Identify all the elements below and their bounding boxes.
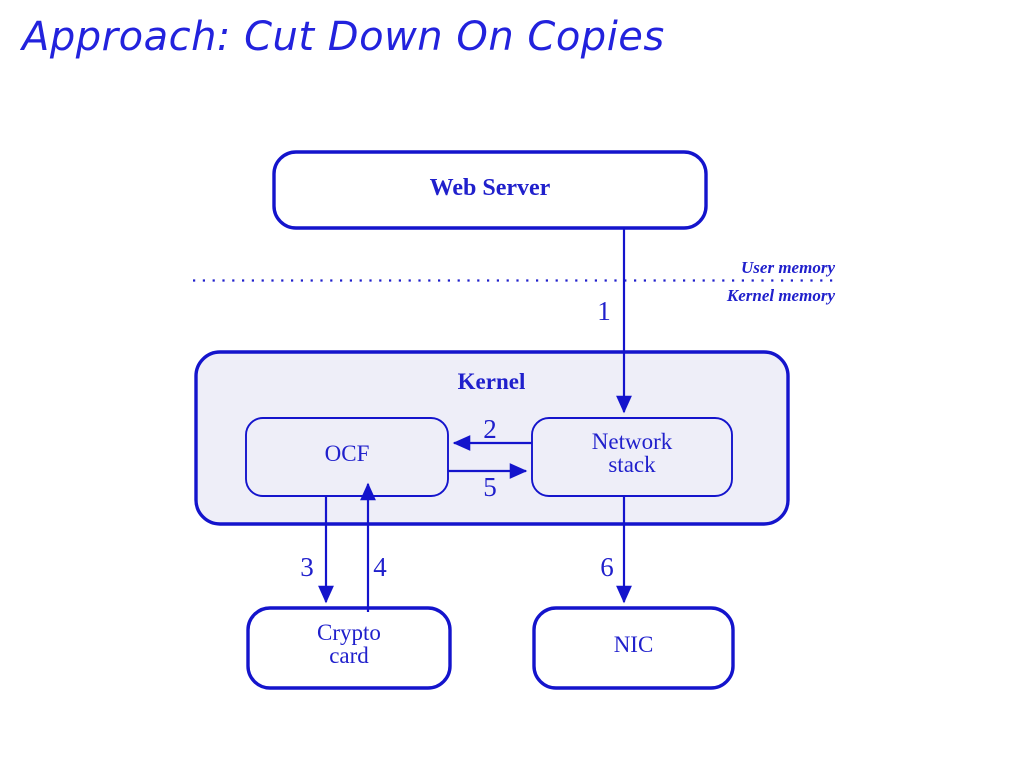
step-label-4: 4 (373, 552, 387, 582)
step-label-3: 3 (300, 552, 314, 582)
nic-box[interactable] (532, 606, 735, 690)
ocf-label: OCF (324, 441, 370, 466)
web-server-box[interactable] (272, 150, 708, 230)
ocf-box[interactable] (245, 417, 449, 497)
user-memory-label: User memory (741, 258, 835, 277)
network-stack-label: Network stack (591, 429, 673, 478)
nic-label: NIC (613, 632, 654, 657)
crypto-card-label: Crypto card (317, 620, 381, 669)
step-label-6: 6 (600, 552, 614, 582)
kernel-label: Kernel (457, 369, 526, 394)
kernel-memory-label: Kernel memory (726, 286, 835, 305)
page-title: Approach: Cut Down On Copies (22, 14, 665, 60)
step-label-1: 1 (597, 296, 611, 326)
network-stack-box[interactable] (531, 417, 733, 497)
step-label-2: 2 (483, 414, 497, 444)
step-label-5: 5 (483, 472, 497, 502)
crypto-card-box[interactable] (246, 606, 452, 690)
web-server-label: Web Server (429, 175, 551, 201)
